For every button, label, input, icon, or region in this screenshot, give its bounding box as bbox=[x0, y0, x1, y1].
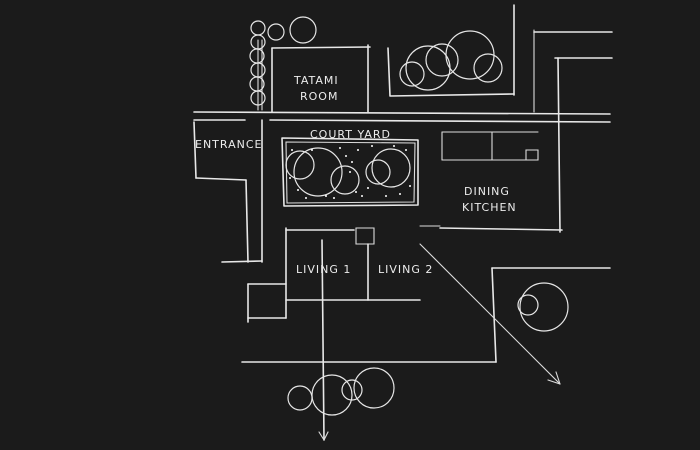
living1-label: LIVING 1 bbox=[296, 263, 351, 276]
tatami-label-line2: ROOM bbox=[300, 90, 338, 103]
tatami-label-line1: TATAMI bbox=[293, 74, 339, 87]
tree-east bbox=[517, 282, 569, 332]
living2-label: LIVING 2 bbox=[378, 263, 433, 276]
hedge-shrubs bbox=[249, 16, 317, 106]
main-corridor-walls bbox=[193, 111, 611, 123]
dining-kitchen-walls bbox=[419, 131, 563, 231]
garden-north-trees bbox=[399, 30, 503, 91]
entrance-label: ENTRANCE bbox=[195, 138, 262, 151]
dining-label-line2: KITCHEN bbox=[462, 201, 517, 214]
east-walls bbox=[554, 57, 613, 233]
trees-south bbox=[287, 367, 395, 416]
courtyard-trees bbox=[285, 147, 411, 197]
courtyard-box bbox=[281, 137, 419, 207]
vertical-arrow-tip bbox=[318, 431, 329, 441]
dining-label-line1: DINING bbox=[464, 185, 510, 198]
diagonal-arrow bbox=[419, 243, 561, 385]
south-walls bbox=[241, 267, 611, 363]
entrance-walls bbox=[193, 119, 263, 263]
courtyard-gravel bbox=[289, 145, 411, 199]
courtyard-label: COURT YARD bbox=[310, 128, 391, 141]
garden-north-walls bbox=[387, 4, 613, 113]
living-walls bbox=[247, 227, 421, 441]
